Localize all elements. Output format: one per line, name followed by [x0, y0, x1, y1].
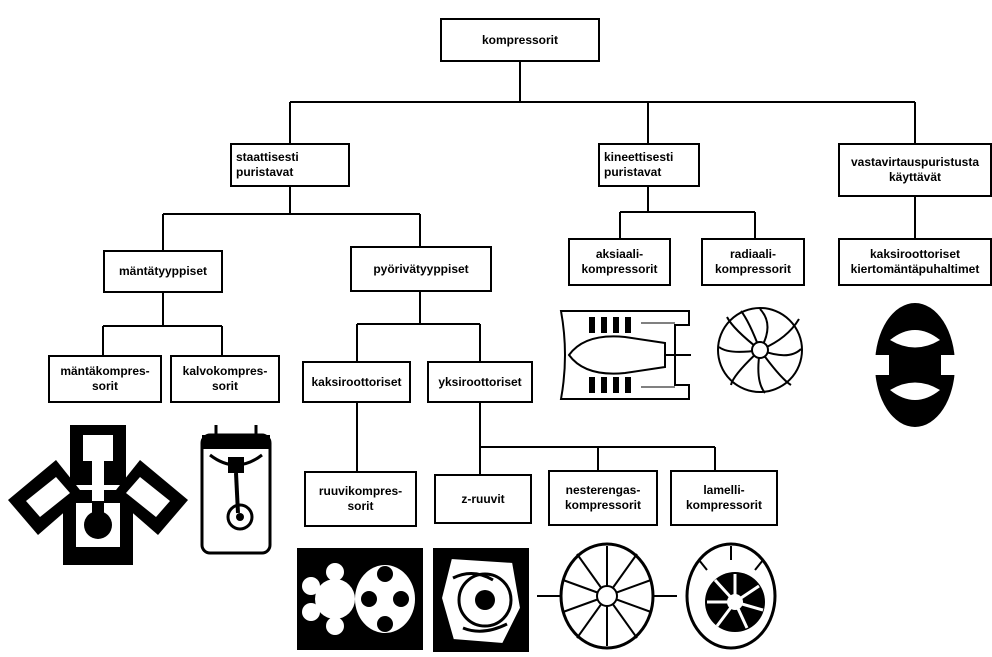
axial-compressor-icon: [559, 310, 691, 400]
node-mantatyyppiset: mäntätyyppiset: [103, 250, 223, 293]
node-vastavirtauspuristusta-kayttavat: vastavirtauspuristusta käyttävät: [838, 143, 992, 197]
liquid-ring-compressor-icon: [537, 542, 677, 650]
diaphragm-compressor-icon: [200, 425, 272, 555]
node-radiaalikompressorit: radiaali- kompressorit: [701, 238, 805, 286]
node-pyorivatyyppiset: pyörivätyyppiset: [350, 246, 492, 292]
node-aksiaalikompressorit: aksiaali- kompressorit: [568, 238, 671, 286]
node-kalvokompressorit: kalvokompres- sorit: [170, 355, 280, 403]
node-mantakompressorit: mäntäkompres- sorit: [48, 355, 162, 403]
node-kaksiroottoriset-kiertomantapuhaltimet: kaksiroottoriset kiertomäntäpuhaltimet: [838, 238, 992, 286]
twin-rotor-blower-icon: [875, 303, 955, 427]
node-kaksiroottoriset: kaksiroottoriset: [302, 361, 411, 403]
node-kineettisesti-puristavat: kineettisesti puristavat: [598, 143, 700, 187]
vane-compressor-icon: [685, 542, 777, 650]
z-screw-icon: [433, 548, 529, 652]
node-z-ruuvit: z-ruuvit: [434, 474, 532, 524]
node-ruuvikompressorit: ruuvikompres- sorit: [304, 471, 417, 527]
radial-compressor-icon: [717, 307, 803, 394]
node-kompressorit: kompressorit: [440, 18, 600, 62]
node-yksiroottoriset: yksiroottoriset: [427, 361, 533, 403]
piston-compressor-icon: [8, 425, 188, 565]
screw-compressor-icon: [297, 548, 423, 650]
node-staattisesti-puristavat: staattisesti puristavat: [230, 143, 350, 187]
node-lamellikompressorit: lamelli- kompressorit: [670, 470, 778, 526]
node-nesterengaskompressorit: nesterengas- kompressorit: [548, 470, 658, 526]
